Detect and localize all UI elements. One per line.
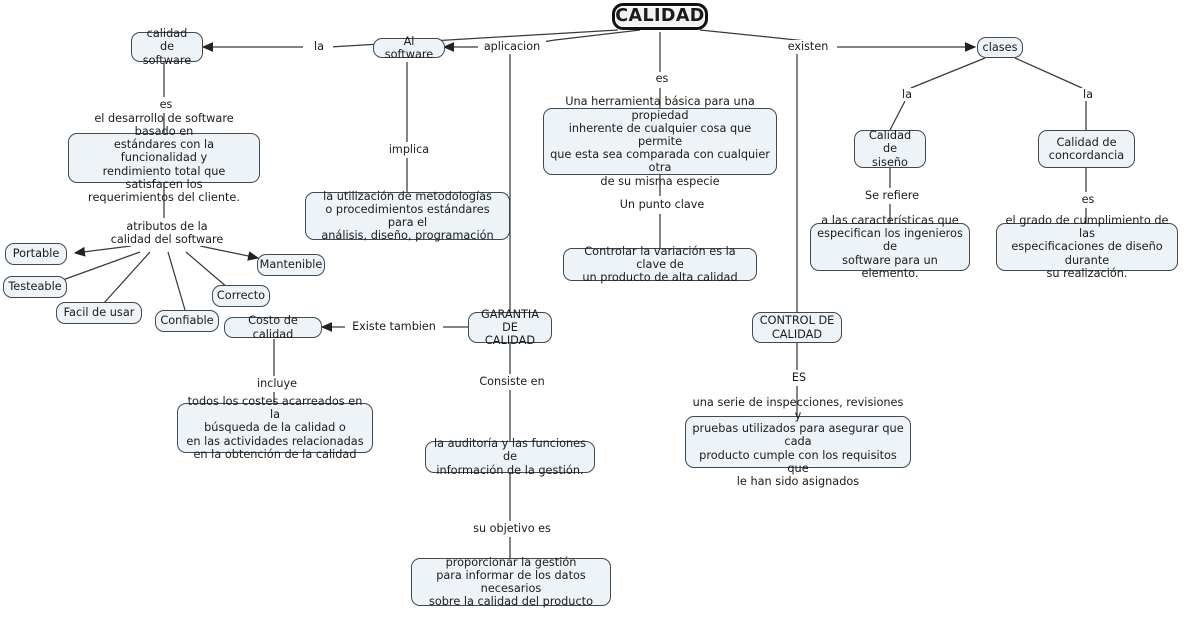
node-confiable[interactable]: Confiable bbox=[155, 310, 219, 332]
link-label-un-punto-clave: Un punto clave bbox=[615, 198, 709, 211]
link-label-consiste-en: Consiste en bbox=[473, 375, 551, 388]
link-label-es-inspecciones: ES bbox=[785, 371, 813, 384]
node-auditoria[interactable]: la auditoría y las funciones de informac… bbox=[425, 437, 595, 477]
link-label-aplicacion: aplicacion bbox=[478, 40, 546, 53]
link-label-es-grado: es bbox=[1074, 193, 1102, 206]
node-herramienta-basica[interactable]: Una herramienta básica para una propieda… bbox=[543, 95, 777, 188]
node-root-calidad[interactable]: CALIDAD bbox=[612, 3, 708, 30]
link-label-existe-tambien: Existe tambien bbox=[345, 320, 443, 333]
link-label-la-calidad-software: la bbox=[305, 40, 333, 53]
link-label-incluye: incluye bbox=[251, 377, 303, 390]
node-desarrollo-de-software[interactable]: el desarrollo de software basado en está… bbox=[68, 112, 260, 204]
link-label-su-objetivo-es: su objetivo es bbox=[467, 522, 557, 535]
link-label-es-calidad-software: es bbox=[152, 98, 180, 111]
node-correcto[interactable]: Correcto bbox=[212, 285, 270, 307]
link-label-implica: implica bbox=[383, 143, 435, 156]
node-clases[interactable]: clases bbox=[977, 37, 1023, 58]
node-control-de-calidad[interactable]: CONTROL DE CALIDAD bbox=[752, 312, 842, 343]
node-mantenible[interactable]: Mantenible bbox=[257, 254, 325, 276]
node-calidad-de-concordancia[interactable]: Calidad de concordancia bbox=[1038, 130, 1135, 168]
node-controlar-variacion[interactable]: Controlar la variación es la clave de un… bbox=[563, 245, 757, 284]
node-caracteristicas-ingenieros[interactable]: a las características que especifican lo… bbox=[810, 214, 970, 280]
link-label-es-herramienta: es bbox=[648, 72, 676, 85]
node-utilizacion-metodologias[interactable]: la utilización de metodologías o procedi… bbox=[305, 190, 510, 242]
node-calidad-de-software[interactable]: calidad de software bbox=[131, 27, 203, 67]
node-testeable[interactable]: Testeable bbox=[3, 276, 67, 298]
link-label-atributos-calidad: atributos de la calidad del software bbox=[106, 220, 228, 246]
node-grado-de-cumplimiento[interactable]: el grado de cumplimiento de las especifi… bbox=[996, 214, 1178, 280]
link-label-la-concordancia: la bbox=[1075, 88, 1101, 101]
node-proporcionar-gestion[interactable]: proporcionar la gestión para informar de… bbox=[411, 556, 611, 608]
link-label-existen: existen bbox=[779, 40, 837, 53]
node-todos-los-costes[interactable]: todos los costes acarreados en la búsque… bbox=[177, 395, 373, 461]
node-inspecciones-revisiones[interactable]: una serie de inspecciones, revisiones y … bbox=[685, 396, 911, 488]
node-calidad-de-diseno[interactable]: Calidad de siseño bbox=[854, 129, 926, 169]
node-costo-de-calidad[interactable]: Costo de calidad bbox=[224, 314, 322, 341]
node-facil-de-usar[interactable]: Facil de usar bbox=[56, 302, 142, 324]
node-portable[interactable]: Portable bbox=[5, 243, 67, 265]
node-al-software[interactable]: Al software bbox=[373, 35, 445, 61]
link-label-se-refiere: Se refiere bbox=[857, 189, 927, 202]
node-garantia-de-calidad[interactable]: GARANTIA DE CALIDAD bbox=[468, 308, 552, 347]
link-label-la-diseno: la bbox=[894, 88, 920, 101]
